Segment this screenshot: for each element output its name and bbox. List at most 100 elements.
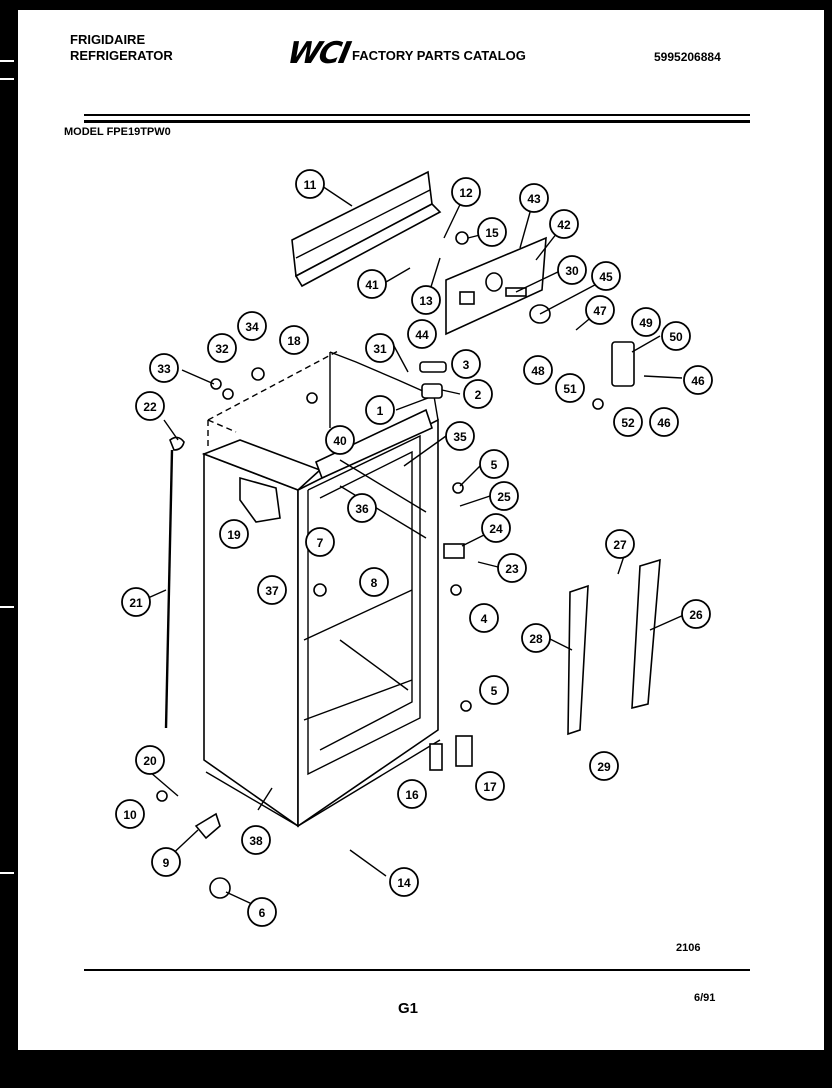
top-panel [291,170,442,288]
callout-22: 22 [135,391,165,421]
callout-24: 24 [481,513,511,543]
callout-21: 21 [121,587,151,617]
callout-number: 5 [491,458,498,472]
callout-number: 7 [317,536,324,550]
callout-46: 46 [683,365,713,395]
callout-circle [279,325,309,355]
hinge-rail [631,558,661,710]
callout-circle [557,255,587,285]
callout-circle [463,379,493,409]
callout-47: 47 [585,295,615,325]
callout-circle [489,481,519,511]
callout-number: 23 [505,562,519,576]
callout-circle [519,183,549,213]
callout-9: 9 [151,847,181,877]
callout-circle [605,529,635,559]
brand-name: FRIGIDAIRE [70,32,146,47]
callout-number: 50 [669,330,683,344]
callout-42: 42 [549,209,579,239]
drain-rod [164,449,174,729]
callout-number: 52 [621,416,635,430]
callout-12: 12 [451,177,481,207]
callout-30: 30 [557,255,587,285]
model-number: MODEL FPE19TPW0 [64,126,171,138]
callout-circle [357,269,387,299]
callout-circle [591,261,621,291]
callout-number: 2 [475,388,482,402]
callout-circle [257,575,287,605]
callout-46: 46 [649,407,679,437]
callout-circle [445,421,475,451]
callout-circle [523,355,553,385]
callout-number: 32 [215,342,229,356]
callout-number: 45 [599,270,613,284]
callout-number: 20 [143,754,157,768]
header-rule [84,120,750,123]
callout-number: 47 [593,304,607,318]
callout-number: 24 [489,522,503,536]
figure-code: 2106 [676,942,701,954]
callout-number: 34 [245,320,259,334]
callout-circle [365,333,395,363]
callout-1: 1 [365,395,395,425]
callout-number: 10 [123,808,137,822]
callout-circle [477,217,507,247]
callout-circle [613,407,643,437]
callout-5: 5 [479,449,509,479]
door-stop-rail [567,584,589,736]
callout-35: 35 [445,421,475,451]
edge-mark [0,606,14,608]
callout-number: 22 [143,400,157,414]
callout-50: 50 [661,321,691,351]
callout-number: 51 [563,382,577,396]
callout-number: 1 [377,404,384,418]
catalog-number: 5995206884 [654,50,721,64]
top-outline [207,419,237,433]
callout-number: 48 [531,364,545,378]
callout-number: 30 [565,264,579,278]
callout-13: 13 [411,285,441,315]
callout-number: 11 [304,178,317,192]
callout-circle [149,353,179,383]
callout-number: 31 [373,342,387,356]
callout-2: 2 [463,379,493,409]
callout-circle [549,209,579,239]
callout-number: 28 [529,632,543,646]
callout-36: 36 [347,493,377,523]
callout-circle [151,847,181,877]
callout-circle [555,373,585,403]
callout-circle [347,493,377,523]
callout-number: 12 [459,186,473,200]
callout-48: 48 [523,355,553,385]
callout-17: 17 [475,771,505,801]
callout-number: 5 [491,684,498,698]
callout-circle [365,395,395,425]
callout-40: 40 [325,425,355,455]
callout-32: 32 [207,333,237,363]
callout-circle [411,285,441,315]
callout-27: 27 [605,529,635,559]
callout-circle [481,513,511,543]
callout-circle [207,333,237,363]
callout-circle [241,825,271,855]
product-type: REFRIGERATOR [70,48,173,63]
callout-number: 14 [397,876,411,890]
callout-8: 8 [359,567,389,597]
callout-5: 5 [479,675,509,705]
callout-number: 13 [419,294,433,308]
print-date: 6/91 [694,992,716,1004]
callout-number: 42 [557,218,571,232]
page-number: G1 [398,1000,419,1017]
callout-45: 45 [591,261,621,291]
callout-38: 38 [241,825,271,855]
callout-29: 29 [589,751,619,781]
callout-circle [295,169,325,199]
rod-clip [169,436,185,451]
callout-number: 21 [129,596,143,610]
callout-26: 26 [681,599,711,629]
callout-number: 41 [365,278,379,292]
callout-number: 16 [405,788,419,802]
fasteners [156,231,635,899]
callout-31: 31 [365,333,395,363]
